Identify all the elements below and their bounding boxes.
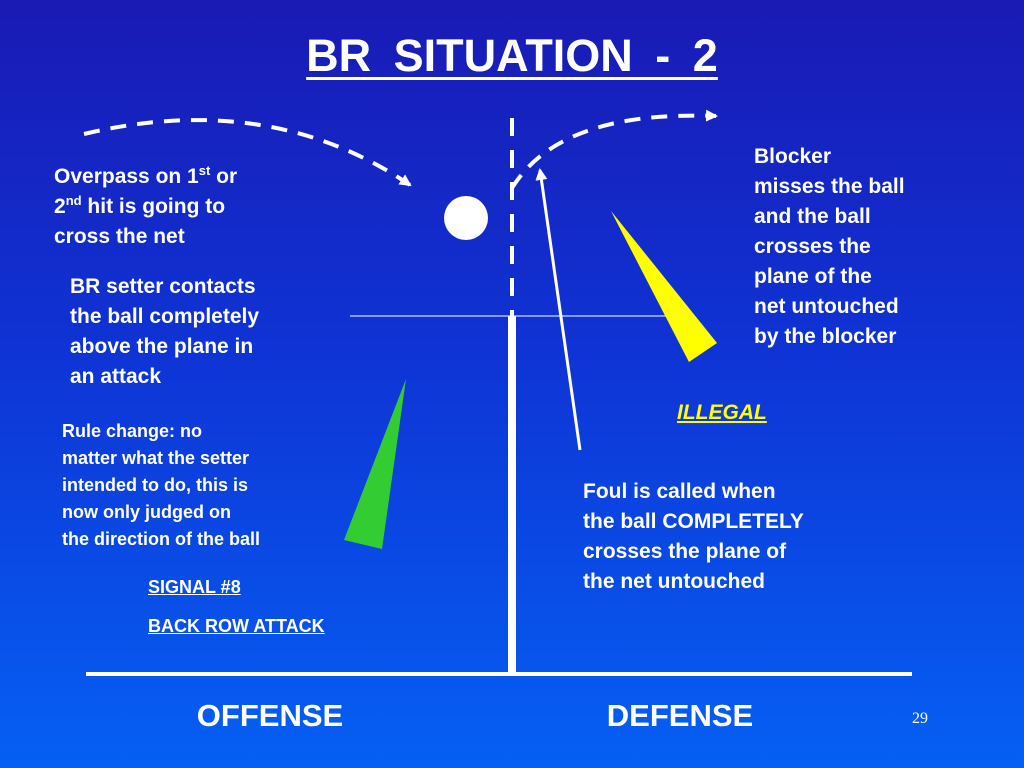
green-pointer: [344, 379, 406, 549]
offense-label: OFFENSE: [196, 698, 344, 733]
ball: [444, 196, 488, 240]
crossing-trajectory-arrow: [510, 109, 718, 190]
rule-change-text: Rule change: no matter what the setter i…: [62, 421, 261, 549]
slide-title: BR SITUATION - 2: [306, 30, 718, 81]
foul-text: Foul is called when the ball COMPLETELY …: [583, 480, 804, 593]
slide-number: 29: [912, 710, 928, 727]
yellow-pointer: [611, 211, 717, 362]
defense-label: DEFENSE: [606, 698, 754, 733]
foul-arrow: [535, 168, 582, 451]
overpass-text: Overpass on 1st or 2nd hit is going to c…: [54, 163, 238, 248]
illegal-verdict: ILLEGAL: [677, 401, 767, 424]
blocker-text: Blocker misses the ball and the ball cro…: [754, 145, 905, 348]
signal-number: SIGNAL #8: [148, 577, 241, 597]
overpass-trajectory-arrow: [83, 118, 412, 187]
signal-name: BACK ROW ATTACK: [148, 616, 325, 636]
setter-contact-text: BR setter contacts the ball completely a…: [70, 275, 260, 388]
